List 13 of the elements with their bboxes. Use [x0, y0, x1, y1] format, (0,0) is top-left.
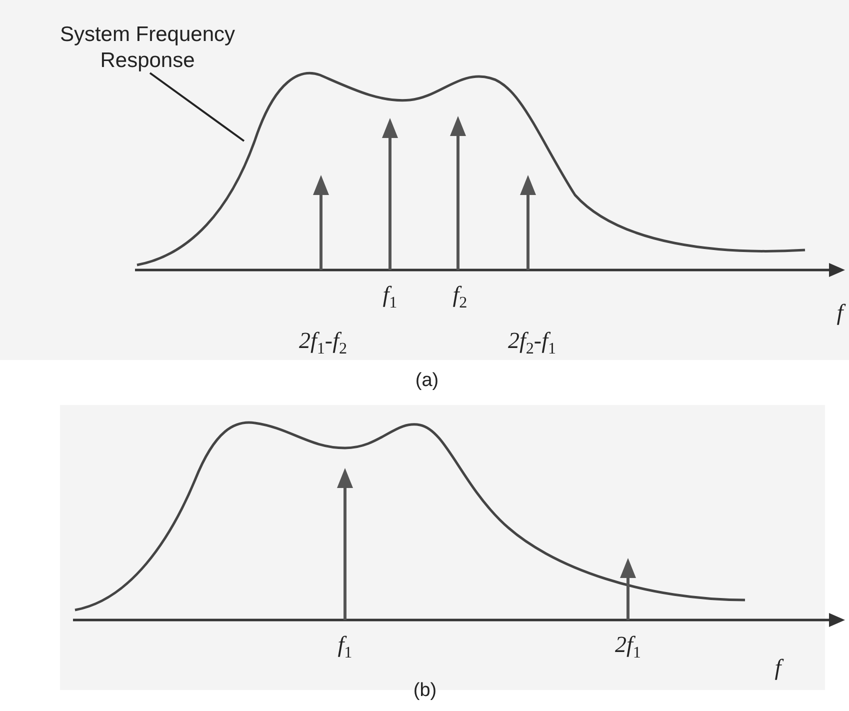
- frequency-response-curve: [136, 72, 806, 266]
- panel-caption: (b): [413, 680, 437, 702]
- frequency-label: 2f$_{1}$: [615, 632, 641, 663]
- frequency-label: f: [836, 300, 844, 326]
- callout-text: System Frequency Response: [20, 22, 275, 74]
- leader-line: [149, 72, 245, 142]
- frequency-label: f: [774, 655, 782, 681]
- frequency-label: 2f$_{2}$-f$_{1}$: [508, 328, 556, 359]
- frequency-label: f$_{1}$: [338, 632, 352, 663]
- frequency-label: f$_{2}$: [452, 282, 468, 313]
- frequency-label: 2f$_{1}$-f$_{2}$: [298, 328, 348, 359]
- frequency-label: f$_{1}$: [382, 282, 398, 313]
- panel-caption: (a): [415, 370, 439, 392]
